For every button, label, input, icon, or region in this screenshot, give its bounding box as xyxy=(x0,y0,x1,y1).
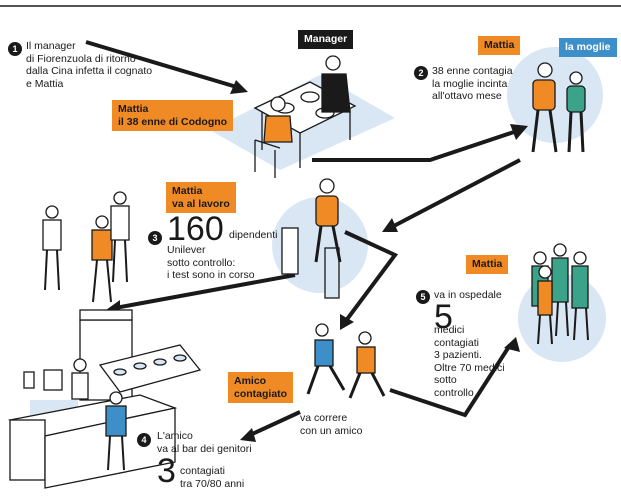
step-5-badge: 5 xyxy=(416,290,430,304)
coffee-machine xyxy=(43,369,63,391)
arrow-4 xyxy=(114,273,296,310)
restaurant-scene xyxy=(253,55,357,178)
step-4-text-2: contagiati tra 70/80 anni xyxy=(180,465,245,490)
wife-head xyxy=(569,71,583,85)
flow-arrows xyxy=(85,40,521,437)
tag-mattia-couple: Mattia xyxy=(478,36,521,55)
step-3-text: Unilever sotto controllo: i test sono in… xyxy=(167,244,255,281)
arrowhead-1 xyxy=(230,80,248,94)
bar-scene xyxy=(7,309,202,489)
fridge-top xyxy=(79,309,133,321)
couple-scene xyxy=(531,62,586,153)
mattia-head-couple xyxy=(537,62,553,78)
arrow-5 xyxy=(343,230,399,324)
turnstile-1 xyxy=(281,227,299,275)
plant-pot xyxy=(23,371,35,389)
customer-head xyxy=(109,391,123,405)
arrow-7 xyxy=(249,410,301,437)
step-3-big-number: 160 xyxy=(167,210,224,248)
step-2-text: 38 enne contagia la moglie incinta all'o… xyxy=(432,65,513,102)
arrow-3 xyxy=(389,158,521,230)
arrow-6 xyxy=(389,343,512,418)
arrowhead-6 xyxy=(504,337,520,352)
step-4-big-number: 3 xyxy=(157,452,176,490)
step-3-inline-text: dipendenti xyxy=(229,229,278,241)
mattia-body-couple xyxy=(532,79,556,111)
counter-front xyxy=(9,419,46,481)
step-5-text: va in ospedale xyxy=(434,289,502,301)
tag-mattia-lavoro: Mattia va al lavoro xyxy=(166,182,236,213)
wife-body xyxy=(566,85,586,113)
step-1-text: Il manager di Fiorenzuola di ritorno dal… xyxy=(26,40,153,90)
mattia-head-table xyxy=(270,96,286,112)
tag-moglie: la moglie xyxy=(559,38,617,57)
barista-head xyxy=(73,358,87,372)
tag-manager: Manager xyxy=(298,30,354,49)
arrowhead-7 xyxy=(240,428,256,442)
step-3-badge: 3 xyxy=(148,231,162,245)
tag-mattia-codogno: Mattia il 38 enne di Codogno xyxy=(112,100,234,131)
chair xyxy=(254,139,281,178)
worker-body xyxy=(315,195,339,227)
worker-scene xyxy=(281,178,342,299)
step-5-text-2: medici contagiati 3 pazienti. Oltre 70 m… xyxy=(434,324,505,399)
tag-amico: Amico contagiato xyxy=(228,372,294,403)
step-5-big-number: 5 xyxy=(434,298,453,336)
arrow-2 xyxy=(312,128,521,162)
worker-head xyxy=(319,178,335,194)
tag-mattia-hospital: Mattia xyxy=(466,255,509,274)
colleagues-scene xyxy=(42,191,130,303)
hospital-scene xyxy=(531,243,589,345)
turnstile-2 xyxy=(324,247,340,299)
mattia-body-table xyxy=(263,115,293,143)
step-2-badge: 2 xyxy=(414,66,428,80)
arrowhead-5 xyxy=(340,314,354,330)
step-1-badge: 1 xyxy=(8,42,22,56)
step-4-badge: 4 xyxy=(137,433,151,447)
arrowhead-2 xyxy=(510,124,528,140)
runners-scene xyxy=(306,323,386,399)
manager-body xyxy=(321,73,351,113)
manager-head xyxy=(325,55,341,71)
arrow-1 xyxy=(85,40,241,90)
arrowhead-3 xyxy=(382,218,398,232)
run-text: va correre con un amico xyxy=(300,412,363,437)
step-4-text: L'amico va al bar dei genitori xyxy=(157,430,252,455)
